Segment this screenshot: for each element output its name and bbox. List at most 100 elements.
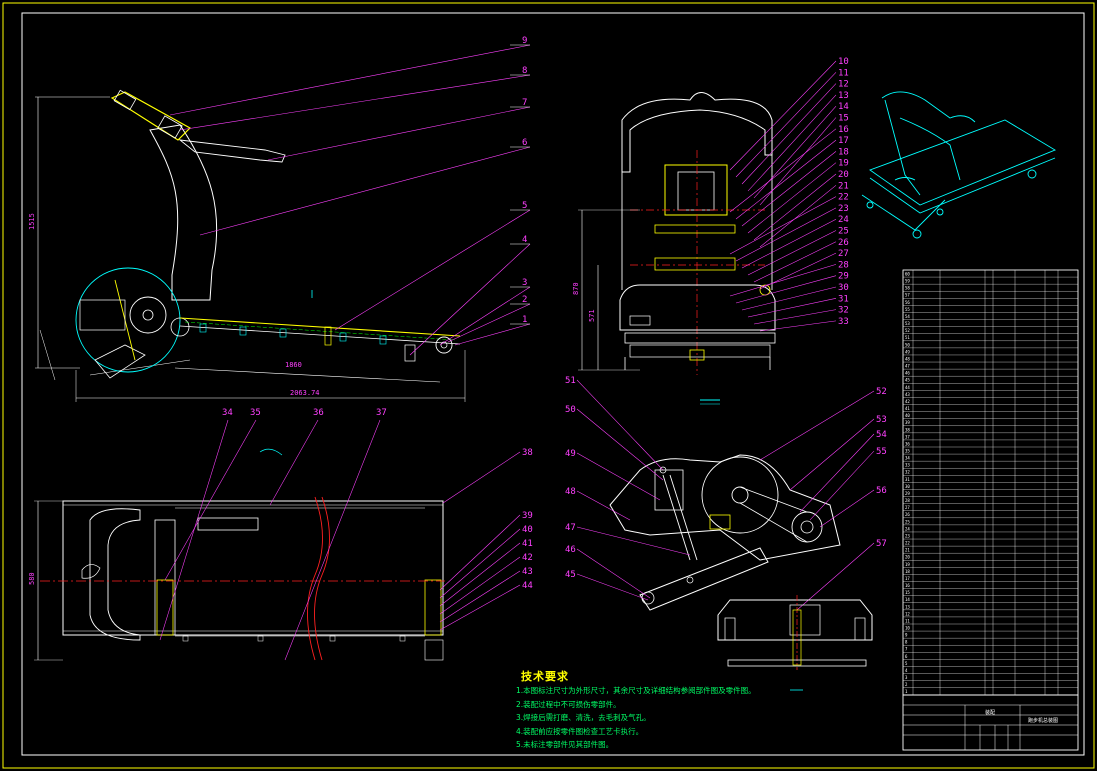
table-row-index: 47: [905, 364, 910, 369]
part-number-label: 47: [565, 523, 576, 533]
dim-side-height: 1515: [28, 213, 36, 230]
table-row-index: 4: [905, 668, 908, 673]
leader-line: [439, 556, 521, 615]
part-number-label: 45: [565, 570, 576, 580]
table-row-index: 21: [905, 548, 910, 553]
tech-requirements-title: 技术要求: [521, 670, 569, 683]
leader-line: [284, 419, 381, 661]
part-number-label: 34: [222, 408, 233, 418]
table-row-index: 36: [905, 441, 910, 446]
part-number-label: 30: [838, 283, 849, 293]
table-row-index: 38: [905, 427, 910, 432]
part-number-label: 49: [565, 449, 576, 459]
leader-line: [799, 433, 875, 513]
part-number-label: 28: [838, 260, 849, 270]
leader-line: [753, 309, 837, 325]
part-number-label: 29: [838, 272, 849, 282]
table-row-index: 14: [905, 597, 910, 602]
part-number-label: 32: [838, 306, 849, 316]
part-number-label: 33: [838, 317, 849, 327]
table-row-index: 50: [905, 342, 910, 347]
table-row-index: 41: [905, 406, 910, 411]
table-row-index: 15: [905, 590, 910, 595]
part-number-label: 22: [838, 193, 849, 203]
title-block-assembly: 装配: [985, 709, 995, 716]
table-row-index: 3: [905, 675, 908, 680]
table-row-index: 37: [905, 434, 910, 439]
part-number-label: 46: [565, 545, 576, 555]
table-row-index: 44: [905, 385, 910, 390]
leader-line: [796, 542, 875, 611]
leader-line: [729, 264, 837, 297]
table-row-index: 22: [905, 541, 910, 546]
table-row-index: 32: [905, 470, 910, 475]
table-row-index: 60: [905, 272, 910, 277]
table-row-index: 43: [905, 392, 910, 397]
leader-line: [759, 185, 837, 248]
leader-line: [439, 528, 521, 599]
leader-line: [789, 418, 875, 491]
table-row-index: 7: [905, 647, 908, 652]
table-row-index: 51: [905, 335, 910, 340]
table-row-index: 54: [905, 314, 910, 319]
leader-line: [576, 526, 691, 556]
table-row-index: 58: [905, 286, 910, 291]
table-row-index: 16: [905, 583, 910, 588]
parts-list-table: 6059585756555453525150494847464544434241…: [902, 269, 1079, 696]
part-number-label: 42: [522, 553, 533, 563]
part-number-label: 41: [522, 539, 533, 549]
part-number-label: 10: [838, 57, 849, 67]
part-number-label: 50: [565, 405, 576, 415]
leader-line: [442, 451, 521, 504]
leader-line: [576, 548, 651, 599]
leader-line: [729, 128, 837, 213]
part-number-label: 54: [876, 430, 887, 440]
part-number-label: 39: [522, 511, 533, 521]
leader-line: [576, 379, 664, 471]
leader-line: [269, 419, 319, 506]
leader-line: [809, 450, 875, 521]
tech-requirement-item: 5.未标注零部件见其部件图。: [516, 740, 614, 749]
leader-line: [759, 117, 837, 206]
table-row-index: 33: [905, 463, 910, 468]
part-number-label: 57: [876, 539, 887, 549]
part-number-label: 21: [838, 181, 849, 191]
table-row-index: 29: [905, 491, 910, 496]
part-number-label: 26: [838, 238, 849, 248]
part-number-label: 3: [522, 278, 527, 288]
leader-line: [747, 298, 837, 318]
leader-line: [747, 162, 837, 234]
table-row-index: 5: [905, 661, 908, 666]
dim-side-length: 2063.74: [290, 389, 320, 397]
table-row-index: 8: [905, 640, 908, 645]
part-number-label: 43: [522, 567, 533, 577]
leader-line: [439, 514, 521, 591]
leader-line: [576, 452, 661, 501]
part-number-label: 24: [838, 215, 849, 225]
leader-line: [735, 207, 837, 262]
part-number-label: 23: [838, 204, 849, 214]
table-row-index: 25: [905, 519, 910, 524]
dim-front-inner: 571: [588, 309, 596, 322]
tech-requirement-item: 4.装配前应按零件图检查工艺卡执行。: [516, 726, 644, 736]
leader-line: [159, 419, 229, 641]
table-row-index: 55: [905, 307, 910, 312]
tech-requirement-item: 2.装配过程中不可损伤零部件。: [516, 699, 621, 709]
leader-line: [576, 408, 664, 481]
table-row-index: 45: [905, 378, 910, 383]
table-row-index: 18: [905, 569, 910, 574]
leader-line: [759, 320, 837, 332]
part-number-label: 55: [876, 447, 887, 457]
table-row-index: 23: [905, 533, 910, 538]
leader-line: [819, 489, 875, 528]
dim-front-height: 870: [572, 282, 580, 295]
table-row-index: 48: [905, 356, 910, 361]
table-row-index: 46: [905, 371, 910, 376]
table-row-index: 57: [905, 293, 910, 298]
table-row-index: 19: [905, 562, 910, 567]
table-row-index: 52: [905, 328, 910, 333]
